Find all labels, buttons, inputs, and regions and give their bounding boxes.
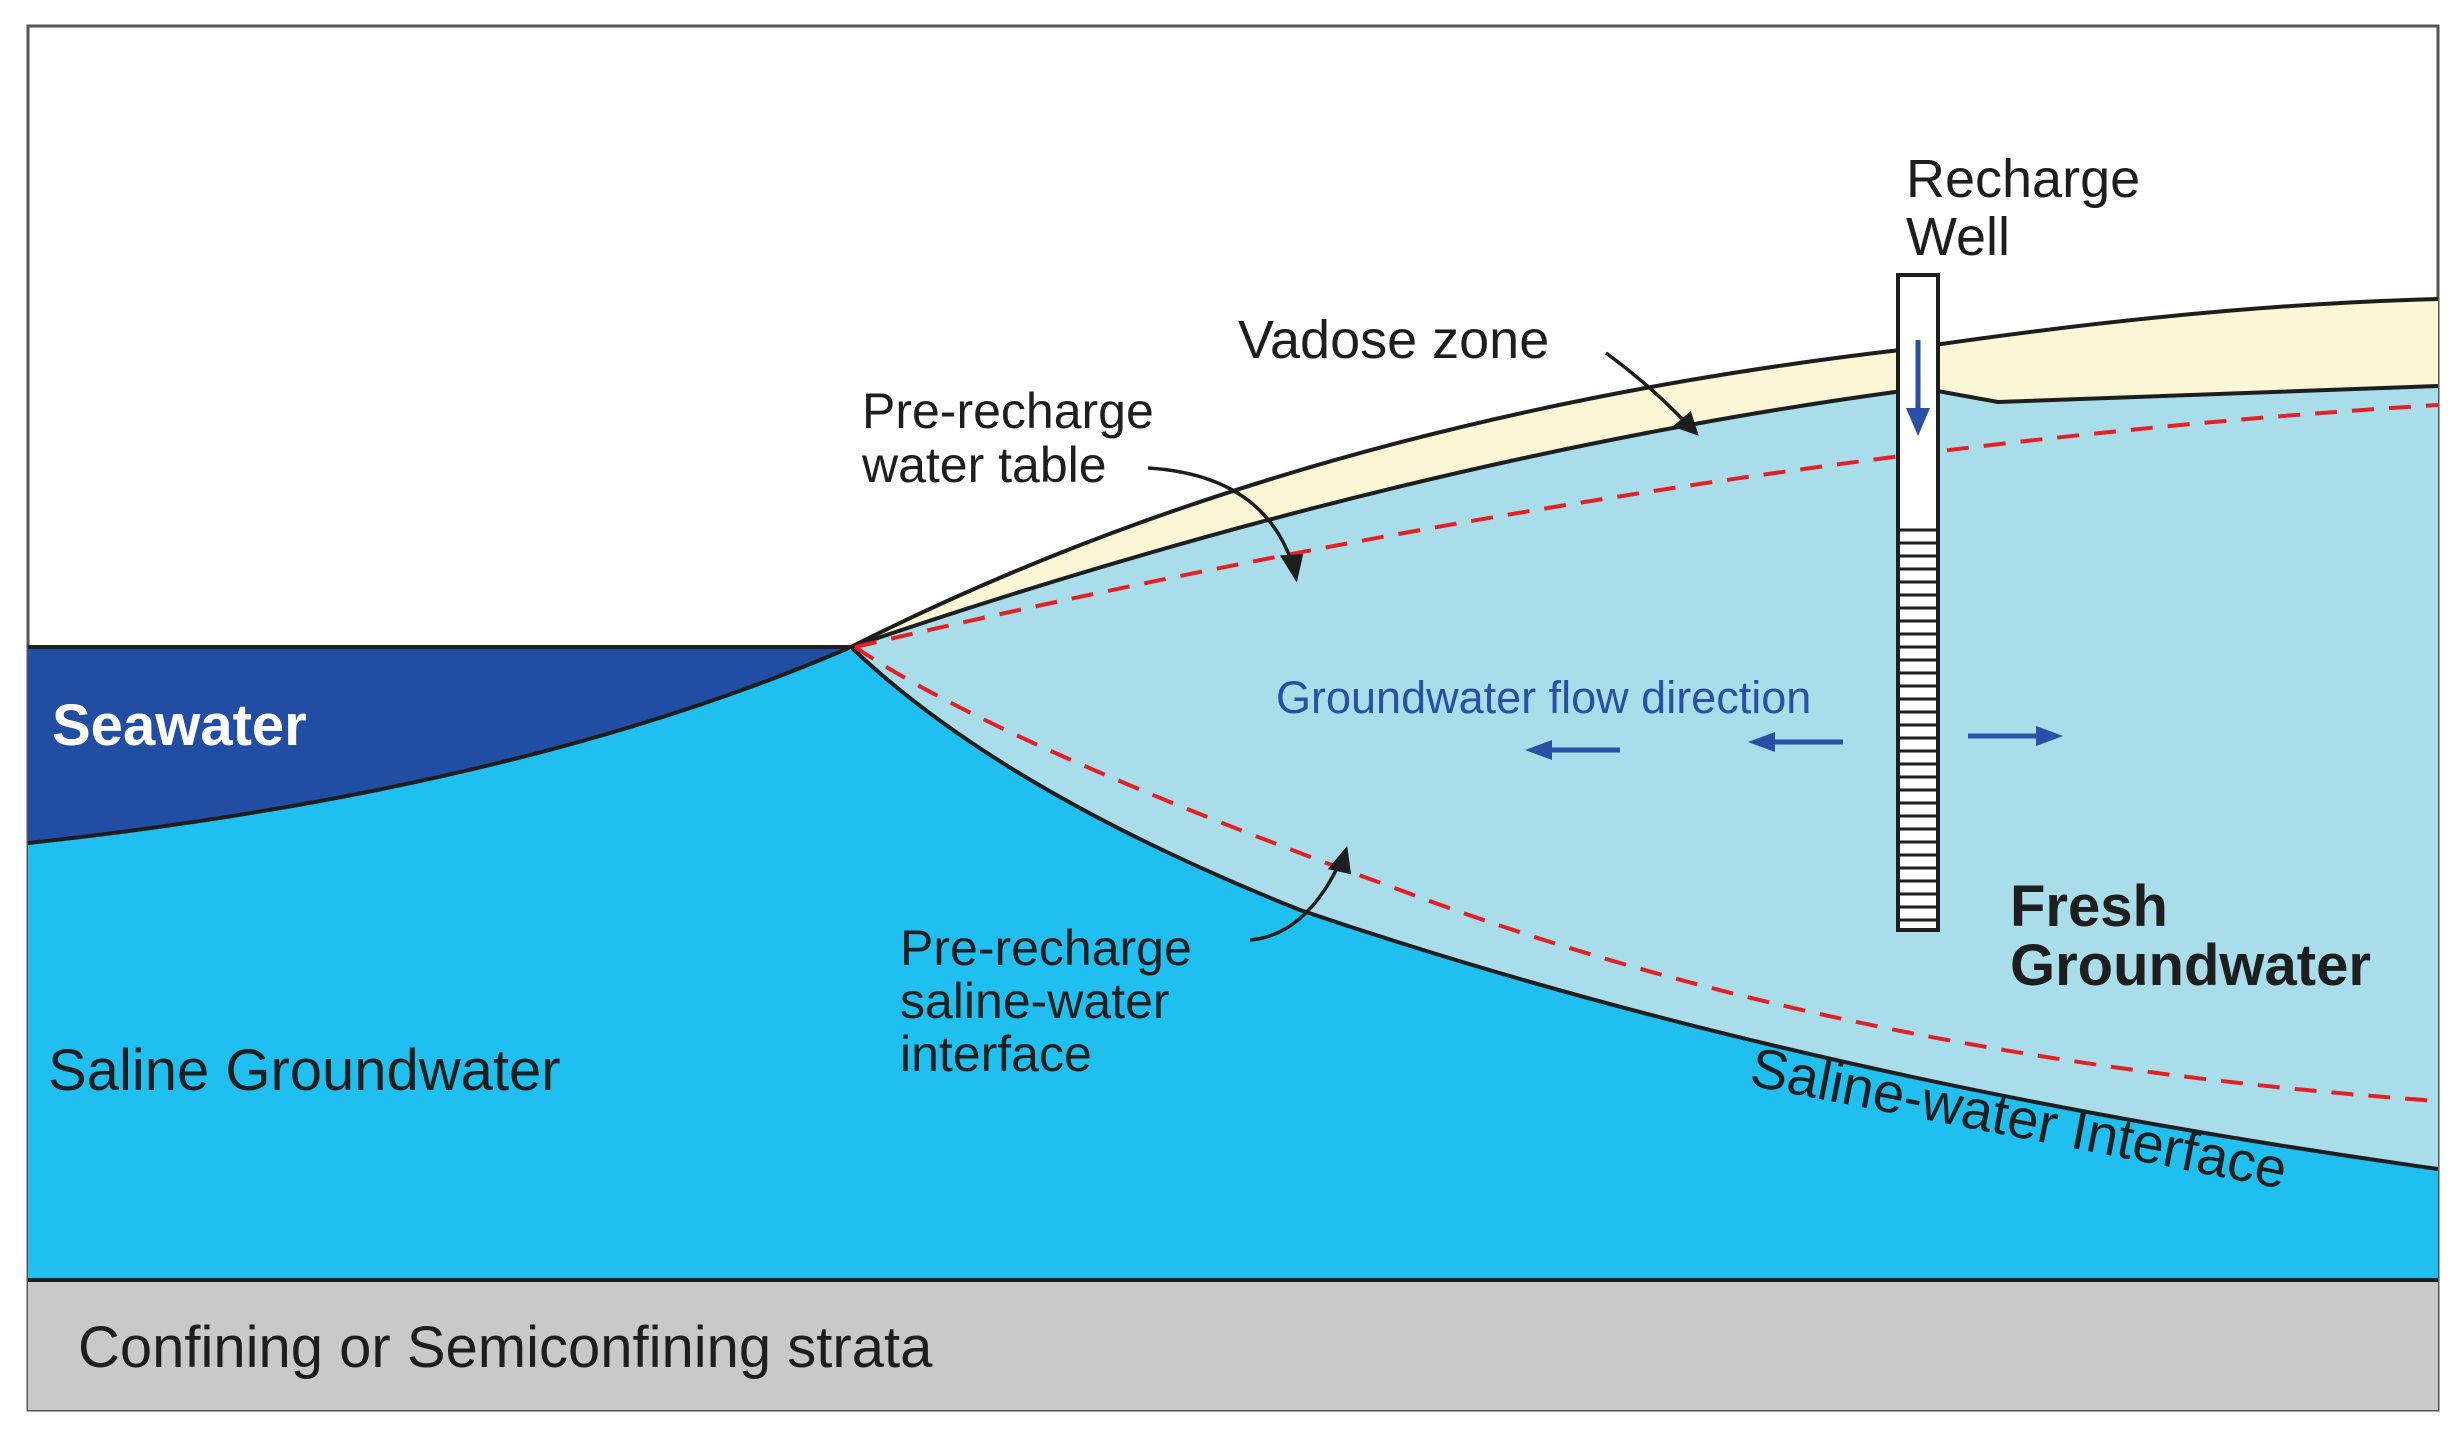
recharge-well <box>1896 273 1940 932</box>
land-surface-line <box>850 297 2439 649</box>
confining-strata-region <box>28 1280 2438 1410</box>
recharge-well-label-line2: Well <box>1906 207 2010 267</box>
pre-recharge-interface-label-line3: interface <box>900 1026 1092 1082</box>
arrow-down-icon <box>1906 340 1930 436</box>
saline-water-interface-line <box>849 645 2439 1171</box>
pre-recharge-water-table-label-line1: Pre-recharge <box>862 383 1154 439</box>
pre-recharge-wt-leader-head <box>1279 554 1304 583</box>
confining-strata-label: Confining or Semiconfining strata <box>78 1315 933 1380</box>
pre-recharge-interface-label-line1: Pre-recharge <box>900 920 1192 976</box>
leader-lines <box>1147 351 1699 942</box>
seawater-label: Seawater <box>52 693 307 758</box>
arrow-left-icon <box>1748 732 1843 752</box>
vadose-leader-head <box>1672 410 1699 436</box>
flow-direction-label: Groundwater flow direction <box>1276 672 1811 723</box>
arrow-left-icon <box>1525 740 1620 760</box>
pre-recharge-si-leader-head <box>1327 845 1352 875</box>
vadose-leader <box>1604 351 1690 427</box>
saline-groundwater-label: Saline Groundwater <box>48 1038 561 1103</box>
water-table-line <box>850 384 2439 649</box>
pre-recharge-si-leader <box>1249 861 1342 942</box>
recharge-well-label-line1: Recharge <box>1906 149 2140 209</box>
vadose-zone-region <box>851 299 2438 647</box>
pre-recharge-wt-leader <box>1147 466 1294 564</box>
pre-recharge-interface-label-line2: saline-water <box>900 973 1170 1029</box>
seawater-region <box>28 647 851 843</box>
well-casing <box>1896 273 1940 932</box>
boundary-lines <box>27 297 2439 1282</box>
arrow-right-icon <box>1968 726 2063 746</box>
pre-recharge-saline-interface-line <box>853 645 2439 1103</box>
pre-recharge-water-table-label-line2: water table <box>861 437 1107 493</box>
flow-arrows <box>1525 726 2063 760</box>
fresh-groundwater-label-line2: Groundwater <box>2010 933 2371 998</box>
fresh-groundwater-region <box>851 386 2438 1169</box>
well-screen <box>1898 528 1938 922</box>
seafloor-line <box>27 645 852 845</box>
fresh-groundwater-label-line1: Fresh <box>2010 874 2168 939</box>
pre-recharge-lines <box>853 403 2439 1103</box>
vadose-zone-label: Vadose zone <box>1238 310 1549 370</box>
pre-recharge-water-table-line <box>854 403 2439 649</box>
